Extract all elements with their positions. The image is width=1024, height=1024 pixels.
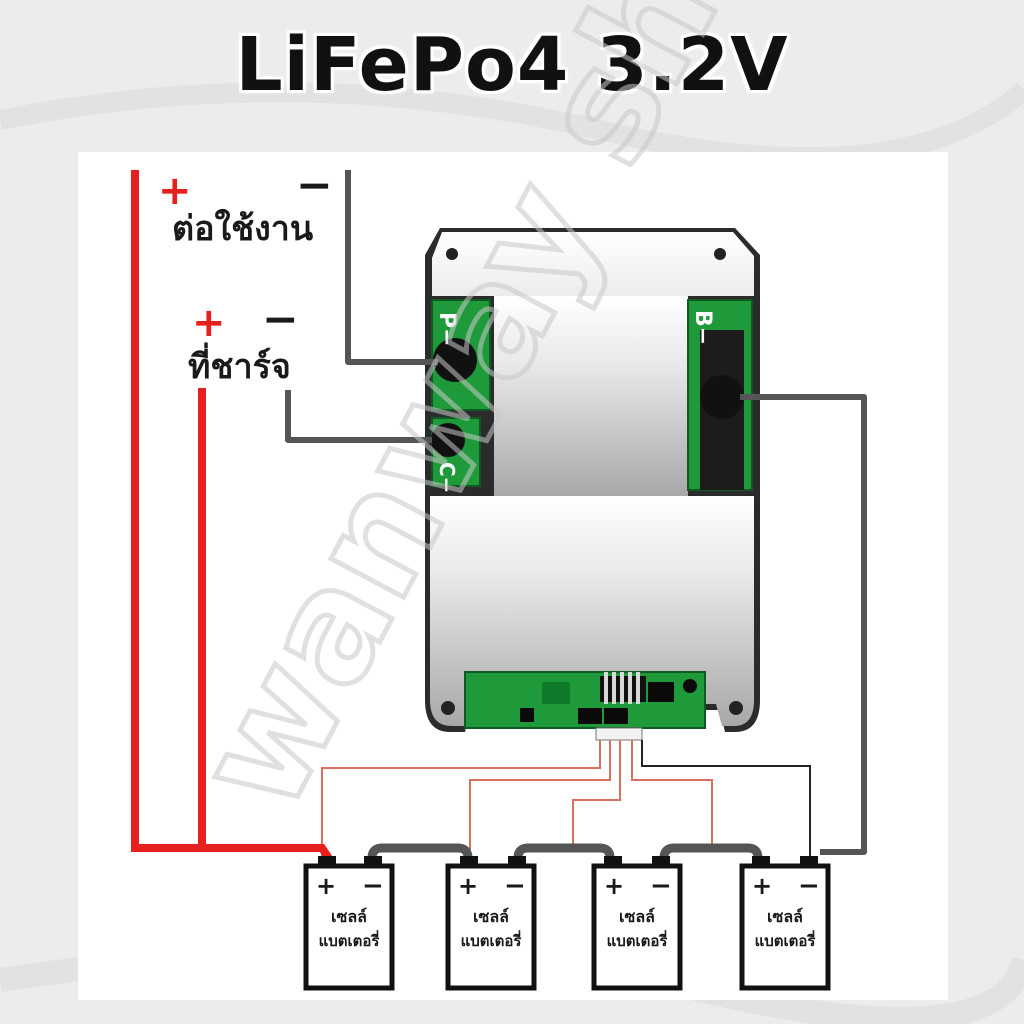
cell-2-minus: − [504,871,526,901]
balance-header [600,672,646,704]
b-negative-wire [740,394,867,855]
mount-hole-bottom-right [729,701,743,715]
p-terminal-screw[interactable] [433,338,477,382]
mount-hole-bottom-left [441,701,455,715]
b-terminal-screw[interactable] [700,375,744,419]
load-negative-wire [345,170,438,365]
pcb-connector-d [520,708,534,722]
cell-2-plus: + [458,872,478,900]
series-link-1-2 [367,843,473,863]
balance-wire-5 [641,740,811,856]
mount-hole-top-left [446,248,458,260]
balance-wire-3 [572,740,621,852]
cell-4-line2: แบตเตอรี่ [755,930,817,950]
cell-3-body [591,863,683,991]
bms-middle-plate [494,296,688,496]
b-terminal-label: B− [690,310,715,345]
load-label: ต่อใช้งาน [172,208,313,249]
cell-2-body [445,863,537,991]
balance-wire-4 [631,740,713,852]
load-plus-sign: + [158,168,192,214]
cell-1-minus: − [362,871,384,901]
balance-wire-1 [321,740,601,858]
charger-plus-sign: + [192,300,226,346]
bms-top-strip [432,232,754,296]
balance-plug[interactable] [595,727,643,741]
series-links [367,843,763,863]
pcb-chip [542,682,570,704]
series-link-3-4 [659,843,763,863]
charger-negative-wire [285,390,432,443]
cell-1-plus: + [316,872,336,900]
page-title: LiFePo4 3.2V [235,22,789,108]
cell-3-minus: − [650,871,672,901]
series-link-2-3 [513,843,615,863]
battery-cell-1: + − เซลล์ แบตเตอรี่ [303,856,395,991]
negative-wires [285,170,867,855]
load-positive-wire [131,170,334,863]
cell-1-line1: เซลล์ [331,907,367,926]
pcb-buzzer [683,679,697,693]
cell-3-plus: + [604,872,624,900]
c-terminal-screw[interactable] [431,423,465,457]
battery-cell-4: + − เซลล์ แบตเตอรี่ [739,856,831,991]
balance-wire-2 [469,740,611,850]
cell-3-line2: แบตเตอรี่ [607,930,669,950]
mount-hole-top-right [714,248,726,260]
balance-wires [321,740,811,858]
c-terminal-label: C− [435,462,459,493]
cell-4-body [739,863,831,991]
cell-1-body [303,863,395,991]
battery-cell-2: + − เซลล์ แบตเตอรี่ [445,856,537,991]
pcb-connector-c [648,682,674,702]
positive-wires [131,170,334,863]
cell-3-line1: เซลล์ [619,907,655,926]
charger-minus-sign: − [262,294,299,345]
pcb-connector-a [578,708,602,724]
cell-4-plus: + [752,872,772,900]
load-minus-sign: − [296,160,333,211]
cell-4-line1: เซลล์ [767,907,803,926]
cell-1-line2: แบตเตอรี่ [319,930,381,950]
cell-4-minus: − [798,871,820,901]
charger-label: ที่ชาร์จ [188,342,291,387]
pcb-connector-b [604,708,628,724]
cell-2-line1: เซลล์ [473,907,509,926]
bms-bottom-plate [430,496,754,726]
cell-2-line2: แบตเตอรี่ [461,930,523,950]
bms-board: P− C− B− [425,228,760,741]
p-terminal-label: P− [434,312,459,347]
battery-cell-3: + − เซลล์ แบตเตอรี่ [591,856,683,991]
